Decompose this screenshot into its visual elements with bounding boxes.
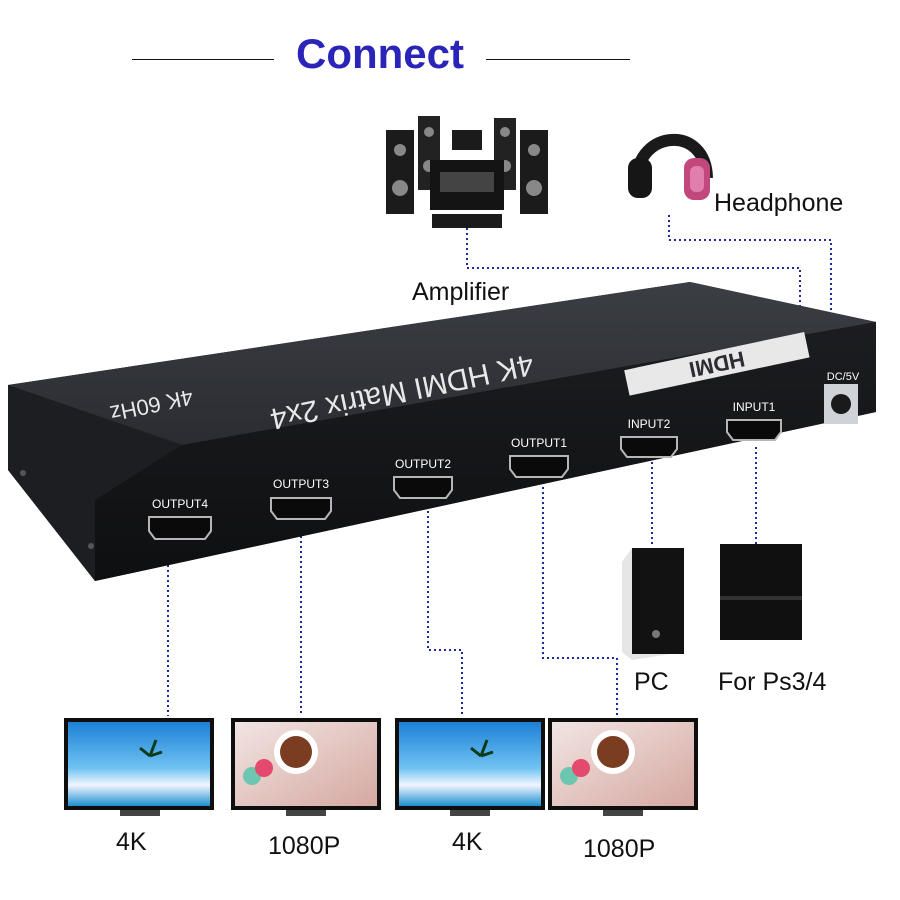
port-label-output4: OUTPUT4 bbox=[152, 497, 208, 511]
ps-label: For Ps3/4 bbox=[718, 668, 827, 696]
port-label-input1: INPUT1 bbox=[733, 400, 776, 414]
port-label-output1: OUTPUT1 bbox=[511, 436, 567, 450]
hdmi-ports bbox=[148, 419, 782, 540]
amplifier-label: Amplifier bbox=[412, 278, 510, 306]
port-label-input2: INPUT2 bbox=[628, 417, 671, 431]
amplifier-icon bbox=[386, 116, 548, 228]
pc-icon bbox=[622, 548, 684, 660]
display-2 bbox=[231, 718, 381, 816]
hdmi-matrix-device: OUTPUT4 OUTPUT3 OUTPUT2 OUTPUT1 INPUT2 I… bbox=[8, 282, 876, 581]
display-3-label: 4K bbox=[452, 828, 483, 856]
display-4-label: 1080P bbox=[583, 835, 656, 863]
pc-label: PC bbox=[634, 668, 669, 696]
dc-label: DC/5V bbox=[827, 371, 860, 383]
title-rule-left bbox=[132, 59, 274, 60]
title-rule-right bbox=[486, 59, 630, 60]
display-1-label: 4K bbox=[116, 828, 147, 856]
headphone-icon bbox=[628, 134, 713, 200]
connection-lines bbox=[167, 215, 832, 722]
page-title: Connect bbox=[296, 30, 464, 77]
port-label-output2: OUTPUT2 bbox=[395, 457, 451, 471]
display-1 bbox=[64, 718, 214, 816]
playstation-icon bbox=[720, 544, 802, 640]
display-4 bbox=[548, 718, 698, 816]
port-label-output3: OUTPUT3 bbox=[273, 477, 329, 491]
headphone-label: Headphone bbox=[714, 189, 844, 217]
display-2-label: 1080P bbox=[268, 832, 341, 860]
display-3 bbox=[395, 718, 545, 816]
